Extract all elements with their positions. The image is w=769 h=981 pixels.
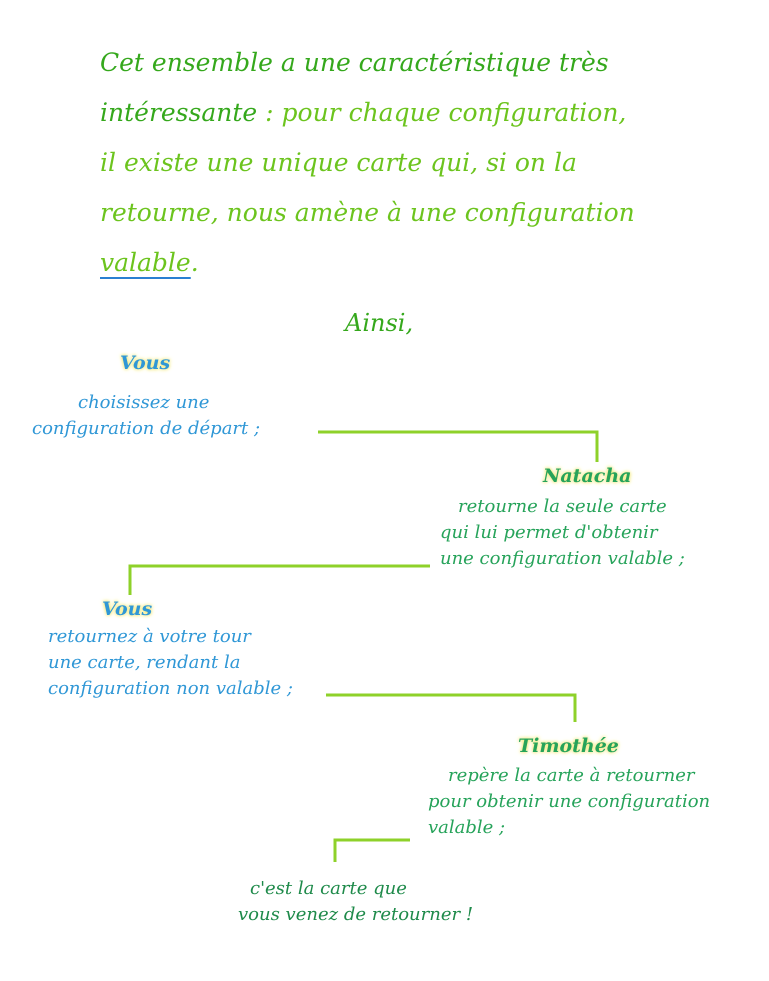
actor-label-2: Natacha — [543, 465, 632, 487]
intro-paragraph: Cet ensemble a une caractéristique très … — [100, 38, 700, 288]
intro-line-2: intéressante : pour chaque configuration… — [100, 88, 700, 138]
connector-3 — [326, 693, 577, 722]
connector-4 — [333, 838, 410, 862]
actor-label-1: Vous — [120, 352, 171, 374]
conclusion-line-2: vous venez de retourner ! — [238, 904, 474, 925]
connector-1 — [318, 430, 599, 462]
step-1-line-1: choisissez une — [78, 392, 210, 413]
step-3-text: retournez à votre tour une carte, rendan… — [48, 624, 293, 702]
ainsi-heading: Ainsi, — [345, 309, 414, 337]
intro-line-5: valable. — [100, 238, 700, 288]
conclusion-text: c'est la carte que vous venez de retourn… — [238, 876, 473, 928]
step-2-text: retourne la seule carte qui lui permet d… — [440, 494, 685, 572]
step-3-line-2: une carte, rendant la — [48, 652, 241, 673]
actor-label-4: Timothée — [518, 735, 619, 757]
connector-2 — [128, 564, 430, 595]
intro-colon: : — [257, 98, 282, 127]
step-4-text: repère la carte à retourner pour obtenir… — [428, 763, 710, 841]
intro-period: . — [190, 248, 199, 277]
step-1-text: choisissez une configuration de départ ; — [32, 390, 260, 442]
step-4-line-1: repère la carte à retourner — [448, 765, 695, 786]
conclusion-line-1: c'est la carte que — [250, 878, 407, 899]
step-4-line-3: valable ; — [428, 817, 506, 838]
step-2-line-2: qui lui permet d'obtenir — [440, 522, 658, 543]
intro-line-3: il existe une unique carte qui, si on la — [100, 148, 577, 177]
step-2-line-3: une configuration valable ; — [440, 548, 685, 569]
intro-line-4: retourne, nous amène à une configuration — [100, 198, 635, 227]
actor-label-3: Vous — [102, 598, 153, 620]
intro-line-1: Cet ensemble a une caractéristique très — [100, 48, 609, 77]
step-3-line-1: retournez à votre tour — [48, 626, 251, 647]
intro-line-2-text: pour chaque configuration, — [281, 98, 627, 127]
step-2-line-1: retourne la seule carte — [458, 496, 667, 517]
step-3-line-3: configuration non valable ; — [48, 678, 293, 699]
step-4-line-2: pour obtenir une configuration — [428, 791, 711, 812]
step-1-line-2: configuration de départ ; — [32, 418, 261, 439]
intro-underlined-word: valable — [100, 248, 191, 277]
intro-emphasis: intéressante — [100, 98, 258, 127]
